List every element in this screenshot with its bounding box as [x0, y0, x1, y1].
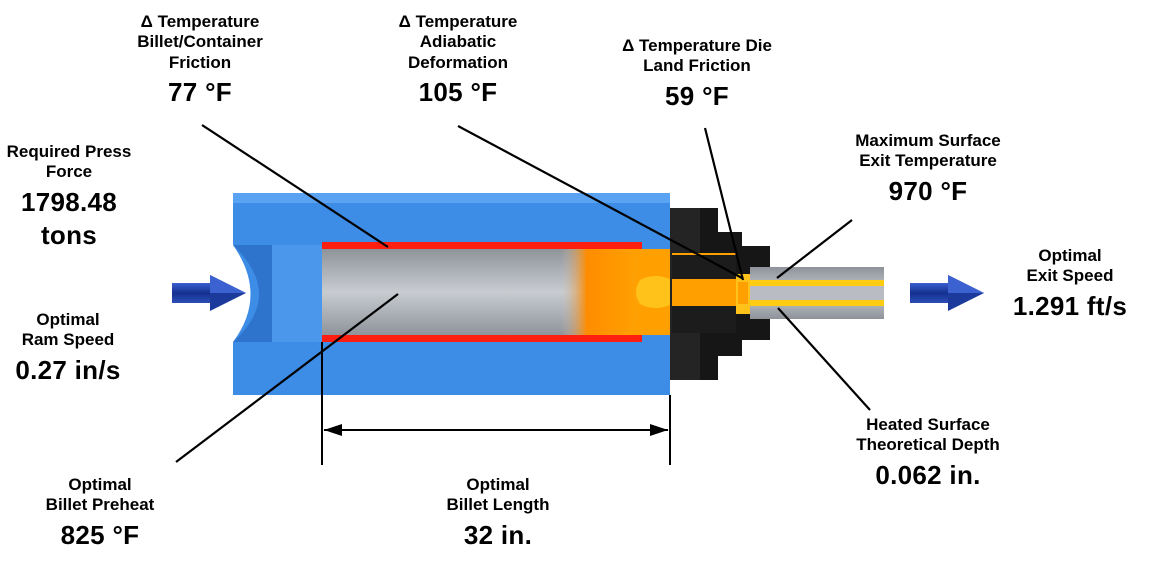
exit-speed-label: Optimal Exit Speed 1.291 ft/s [1012, 246, 1128, 321]
billet-friction-label: Δ Temperature Billet/Container Friction … [137, 12, 263, 108]
leader-die-land [703, 127, 745, 281]
billet-length-label: Optimal Billet Length 32 in. [446, 475, 550, 550]
leader-heated-depth [777, 307, 871, 411]
die-land-friction-label: Δ Temperature Die Land Friction 59 °F [622, 36, 772, 111]
heated-depth-label: Heated Surface Theoretical Depth 0.062 i… [856, 415, 1000, 490]
leader-adiabatic [457, 125, 743, 279]
leader-billet-friction [201, 124, 389, 248]
dimension-arrowheads [324, 424, 668, 436]
exit-direction-arrow-icon [910, 275, 984, 311]
ram-speed-label: Optimal Ram Speed 0.27 in/s [15, 310, 121, 385]
ram-direction-arrow-icon [172, 275, 246, 311]
profile [750, 267, 884, 319]
adiabatic-deformation-label: Δ Temperature Adiabatic Deformation 105 … [398, 12, 518, 108]
leader-billet-preheat [175, 293, 399, 463]
press-force-label: Required Press Force 1798.48 tons [6, 142, 132, 250]
leader-lines [175, 124, 871, 463]
max-surface-exit-temp-label: Maximum Surface Exit Temperature 970 °F [855, 131, 1001, 206]
billet-length-dimension [321, 342, 671, 465]
billet-preheat-label: Optimal Billet Preheat 825 °F [45, 475, 155, 550]
billet [322, 242, 672, 342]
leader-max-surface [776, 219, 853, 279]
